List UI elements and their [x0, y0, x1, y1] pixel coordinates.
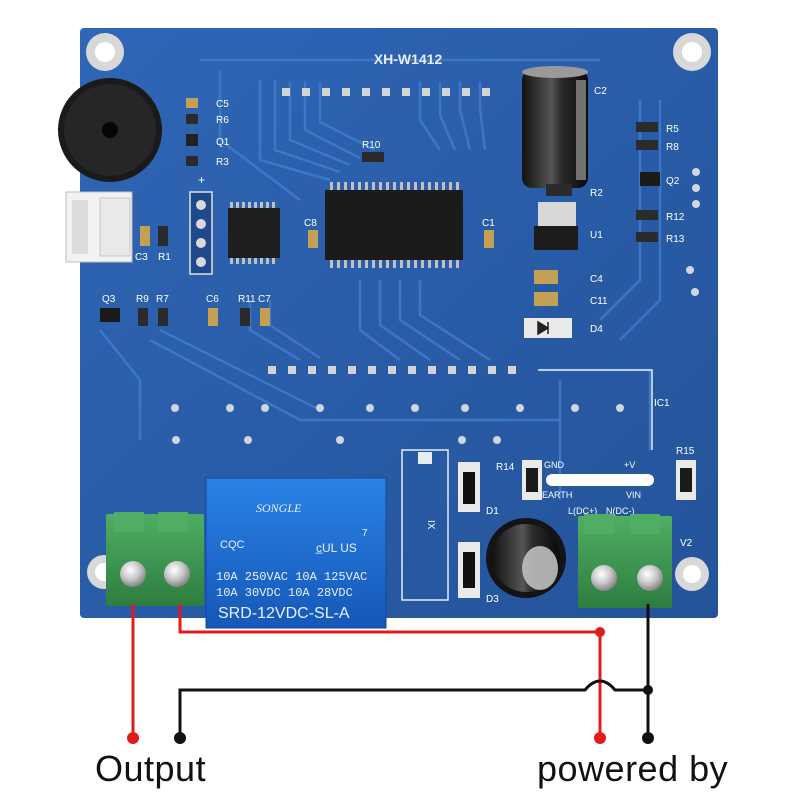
- label-c11: C11: [590, 296, 608, 307]
- label-c5: C5: [216, 99, 229, 110]
- wire-endpoints: [127, 627, 654, 744]
- output-terminal-block: [106, 512, 204, 606]
- small-capacitor: [486, 518, 566, 598]
- output-screw-right: [164, 561, 190, 587]
- mounting-hole-top-right: [673, 33, 711, 71]
- label-c8: C8: [304, 218, 317, 229]
- label-r11: R11: [238, 294, 256, 305]
- label-u1: U1: [590, 230, 603, 241]
- label-r2: R2: [590, 188, 603, 199]
- relay-rating-line1: 10A 250VAC 10A 125VAC: [216, 570, 367, 584]
- power-black-endpoint: [642, 732, 654, 744]
- label-r14: R14: [496, 462, 515, 473]
- label-c7: C7: [258, 294, 271, 305]
- power-red-endpoint: [594, 732, 606, 744]
- relay-brand: SONGLE: [256, 501, 302, 515]
- smd-c4-c11-d4: C4 C11 D4: [524, 270, 608, 338]
- power-labels: GND +V EARTH VIN L(DC+) N(DC-) V2: [542, 460, 693, 549]
- label-v2: V2: [680, 538, 693, 549]
- power-terminal-block: [578, 514, 672, 608]
- electrolytic-capacitor: C2: [522, 66, 607, 188]
- label-q1: Q1: [216, 137, 230, 148]
- junction-black: [643, 685, 653, 695]
- label-r3: R3: [216, 157, 229, 168]
- relay: SONGLE CQC c̲UL US 7 10A 250VAC 10A 125V…: [205, 477, 387, 629]
- via-row: [171, 168, 700, 444]
- ic-main: [325, 182, 463, 268]
- output-red-endpoint: [127, 732, 139, 744]
- label-r12: R12: [666, 212, 685, 223]
- diode-d1: D1: [458, 462, 499, 517]
- label-d4: D4: [590, 324, 603, 335]
- smd-r2: R2: [546, 184, 603, 199]
- diode-d3: D3: [458, 542, 499, 605]
- label-l-dc: L(DC+): [568, 506, 597, 516]
- 3-pin-connector: [65, 191, 133, 263]
- smd-c3-r1: C3 R1: [135, 226, 171, 263]
- label-vin: VIN: [626, 490, 641, 500]
- label-r15: R15: [676, 446, 695, 457]
- label-plus-v: +V: [624, 460, 635, 470]
- label-r9: R9: [136, 294, 149, 305]
- label-gnd: GND: [544, 460, 565, 470]
- smd-cluster-right: R5 R8 Q2 R12 R13: [636, 122, 685, 245]
- mounting-hole-bottom-right: [675, 557, 709, 591]
- power-screw-left: [591, 565, 617, 591]
- relay-rating-line2: 10A 30VDC 10A 28VDC: [216, 586, 353, 600]
- wire-red-link: [178, 604, 602, 738]
- wires: [131, 604, 650, 738]
- label-c3: C3: [135, 252, 148, 263]
- display-header-bottom: [268, 366, 516, 374]
- display-header-top: [282, 88, 490, 96]
- smd-r10: R10: [362, 140, 384, 162]
- board-model-label: XH-W1412: [374, 51, 443, 67]
- label-c4: C4: [590, 274, 603, 285]
- label-r1: R1: [158, 252, 171, 263]
- label-d3: D3: [486, 594, 499, 605]
- label-r6: R6: [216, 115, 229, 126]
- label-ic1: IC1: [654, 398, 670, 409]
- label-q3: Q3: [102, 294, 116, 305]
- label-c2: C2: [594, 86, 607, 97]
- powered-by-label: powered by: [537, 748, 729, 789]
- label-plus: +: [198, 173, 205, 187]
- ic-tssop: [228, 202, 280, 264]
- mounting-hole-top-left: [86, 33, 124, 71]
- ix-area: IX: [401, 449, 449, 601]
- label-q2: Q2: [666, 176, 680, 187]
- smd-c8: C8: [304, 218, 318, 248]
- label-c6: C6: [206, 294, 219, 305]
- label-r10: R10: [362, 140, 381, 151]
- label-ix: IX: [425, 520, 436, 530]
- label-r5: R5: [666, 124, 679, 135]
- buzzer: [58, 78, 162, 182]
- voltage-regulator: U1: [534, 202, 603, 250]
- label-r8: R8: [666, 142, 679, 153]
- label-c1: C1: [482, 218, 495, 229]
- output-label: Output: [95, 748, 207, 789]
- output-black-endpoint: [174, 732, 186, 744]
- ic1-outline: IC1: [538, 369, 670, 450]
- label-r7: R7: [156, 294, 169, 305]
- relay-ul-mark: c̲UL US: [315, 541, 357, 555]
- pin-header: [189, 191, 213, 275]
- wire-black-link: [178, 679, 648, 738]
- smd-row-left: Q3 R9 R7 C6 R11 C7: [100, 294, 271, 326]
- relay-cqc: CQC: [220, 539, 245, 551]
- relay-tag: 7: [362, 528, 368, 539]
- smd-c1: C1: [482, 218, 495, 248]
- output-screw-left: [120, 561, 146, 587]
- label-n-dc: N(DC-): [606, 506, 635, 516]
- power-screw-right: [637, 565, 663, 591]
- label-earth: EARTH: [542, 490, 572, 500]
- relay-model: SRD-12VDC-SL-A: [218, 605, 350, 622]
- label-d1: D1: [486, 506, 499, 517]
- label-r13: R13: [666, 234, 685, 245]
- resistor-r14: R14: [496, 460, 542, 500]
- smd-cluster-left: C5 R6 Q1 R3 +: [186, 98, 230, 187]
- resistor-r15: R15: [676, 446, 696, 500]
- junction-red: [595, 627, 605, 637]
